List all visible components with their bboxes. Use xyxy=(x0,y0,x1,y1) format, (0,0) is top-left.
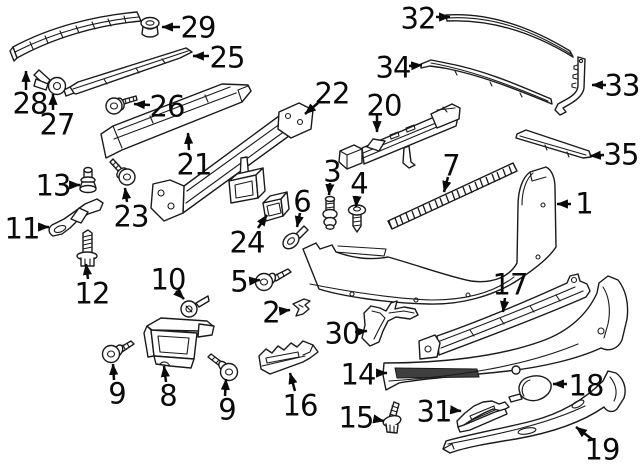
callout-4-label[interactable]: 4 xyxy=(350,166,368,200)
part-34-strip-drawing xyxy=(420,59,553,105)
callout-34-label[interactable]: 34 xyxy=(376,50,412,84)
callout-25-label[interactable]: 25 xyxy=(210,40,246,74)
part-3-pin-drawing xyxy=(322,195,338,230)
part-32-strip-drawing xyxy=(445,13,574,58)
part-33-corner-bracket-drawing xyxy=(554,56,586,116)
callout-6-label[interactable]: 6 xyxy=(293,184,311,218)
callout-29-label[interactable]: 29 xyxy=(181,10,217,44)
callout-3-label[interactable]: 3 xyxy=(323,154,341,188)
callout-12-label[interactable]: 12 xyxy=(75,276,111,310)
callout-4-arrow xyxy=(352,195,362,208)
callout-34-arrow xyxy=(408,61,423,71)
callout-30-label[interactable]: 30 xyxy=(325,316,361,350)
part-13-pin-drawing xyxy=(79,166,97,194)
part-35-strip-drawing xyxy=(515,129,592,159)
callout-5-label[interactable]: 5 xyxy=(230,264,248,298)
callout-19-arrow xyxy=(575,426,594,441)
callout-12-arrow xyxy=(82,263,93,280)
part-25-retainer-drawing xyxy=(63,47,193,97)
callout-10-arrow xyxy=(173,288,185,300)
part-9-screw-right-drawing xyxy=(207,353,239,382)
callout-3-arrow xyxy=(325,182,335,196)
part-9-screw-left-drawing xyxy=(101,340,135,364)
callout-1-label[interactable]: 1 xyxy=(575,186,593,220)
callout-9-label[interactable]: 9 xyxy=(108,376,126,410)
callout-20-label[interactable]: 20 xyxy=(367,88,403,122)
part-15-bolt-drawing xyxy=(382,401,402,434)
callout-31-arrow xyxy=(449,405,462,415)
part-30-bracket-drawing xyxy=(361,300,419,347)
callout-21-label[interactable]: 21 xyxy=(177,147,213,181)
callout-14-label[interactable]: 14 xyxy=(341,357,377,391)
part-1-bumper-cover-drawing xyxy=(302,166,557,305)
callout-18-label[interactable]: 18 xyxy=(569,368,605,402)
callout-7-arrow xyxy=(442,176,452,193)
part-18-cover-drawing xyxy=(508,375,552,403)
part-7-scuff-strip-drawing xyxy=(387,162,518,230)
callout-2-arrow xyxy=(278,306,291,316)
callout-24-label[interactable]: 24 xyxy=(230,225,266,259)
part-29-grommet-drawing xyxy=(140,16,160,38)
callout-9-arrow xyxy=(220,378,230,397)
part-23-screw-drawing xyxy=(109,158,136,186)
callout-23-label[interactable]: 23 xyxy=(114,199,150,233)
part-2-clip-drawing xyxy=(292,298,311,317)
part-5-screw-drawing xyxy=(254,268,292,292)
callout-26-label[interactable]: 26 xyxy=(150,89,186,123)
part-16-bracket-drawing xyxy=(258,340,319,375)
part-11-bracket-drawing xyxy=(48,198,104,237)
part-14-valance-drawing xyxy=(382,275,629,391)
callout-10-label[interactable]: 10 xyxy=(151,262,187,296)
part-24-square-nut-drawing xyxy=(262,191,290,222)
part-6-rivet-drawing xyxy=(282,225,309,250)
part-12-bolt-drawing xyxy=(76,229,98,267)
part-8-bracket-drawing xyxy=(143,317,215,369)
callout-21-arrow xyxy=(184,132,194,151)
part-4-screw-drawing xyxy=(347,204,367,233)
callout-7-label[interactable]: 7 xyxy=(442,148,460,182)
callout-17-label[interactable]: 17 xyxy=(493,267,529,301)
callout-15-arrow xyxy=(372,414,385,424)
callout-9-arrow xyxy=(109,363,119,381)
part-31-bracket-drawing xyxy=(456,400,510,433)
callout-22-label[interactable]: 22 xyxy=(315,76,351,110)
part-17-bar-drawing xyxy=(418,273,591,360)
callout-32-label[interactable]: 32 xyxy=(401,1,437,35)
part-10-clip-drawing xyxy=(180,295,210,318)
callout-16-label[interactable]: 16 xyxy=(283,388,319,422)
callout-33-label[interactable]: 33 xyxy=(605,68,640,102)
callout-8-arrow xyxy=(160,365,170,383)
callout-35-arrow xyxy=(589,150,605,160)
part-21-impact-bar-drawing xyxy=(100,83,252,159)
part-19-spoiler-drawing xyxy=(442,370,626,454)
callout-13-label[interactable]: 13 xyxy=(36,168,72,202)
part-22-beam-drawing xyxy=(150,102,314,222)
part-27-clip-drawing xyxy=(33,69,67,96)
part-28-step-pad-drawing xyxy=(9,11,142,62)
callout-31-label[interactable]: 31 xyxy=(417,394,453,428)
callout-2-label[interactable]: 2 xyxy=(262,295,280,329)
callout-23-arrow xyxy=(121,187,132,203)
callout-30-arrow xyxy=(354,327,368,337)
callout-8-label[interactable]: 8 xyxy=(159,378,177,412)
callout-28-label[interactable]: 28 xyxy=(13,86,49,120)
callout-6-arrow xyxy=(294,212,304,228)
callout-11-label[interactable]: 11 xyxy=(5,211,41,245)
part-26-screw-drawing xyxy=(105,95,138,115)
callout-27-label[interactable]: 27 xyxy=(40,107,76,141)
callout-15-label[interactable]: 15 xyxy=(339,400,375,434)
callout-22-arrow xyxy=(304,102,319,115)
callout-19-label[interactable]: 19 xyxy=(585,432,621,466)
part-drawings xyxy=(9,11,629,454)
callout-17-arrow xyxy=(499,297,510,313)
callout-16-arrow xyxy=(288,372,298,392)
callout-26-arrow xyxy=(133,100,151,110)
callout-9-label[interactable]: 9 xyxy=(218,392,236,426)
callout-24-arrow xyxy=(256,214,269,229)
callout-35-label[interactable]: 35 xyxy=(604,137,640,171)
part-20-rail-drawing xyxy=(338,103,461,170)
callout-5-arrow xyxy=(248,276,261,286)
